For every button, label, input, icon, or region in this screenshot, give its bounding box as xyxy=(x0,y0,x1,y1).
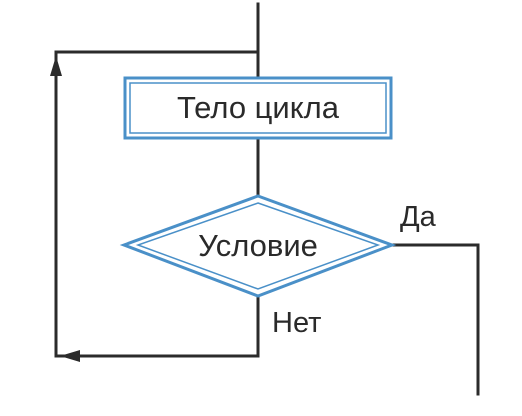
condition-label: Условие xyxy=(198,228,318,263)
yes-label: Да xyxy=(400,201,437,233)
no-branch-line xyxy=(54,294,260,358)
yes-branch-line xyxy=(390,243,480,396)
loop-body-box: Тело цикла xyxy=(123,76,393,140)
no-left-arrow xyxy=(60,350,80,362)
no-label: Нет xyxy=(272,307,321,339)
loop-body-label: Тело цикла xyxy=(177,90,340,125)
loop-back-line xyxy=(54,50,260,358)
condition-diamond: Условие xyxy=(119,194,397,298)
loop-up-arrow xyxy=(50,56,62,76)
